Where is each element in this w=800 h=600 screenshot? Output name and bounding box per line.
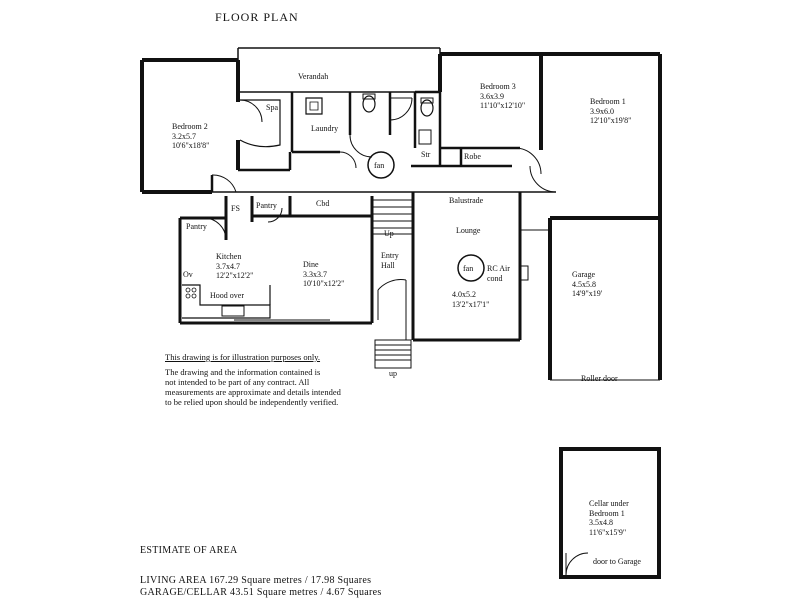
dine-name: Dine <box>303 260 319 269</box>
kitchen-imperial: 12'2"x12'2" <box>216 271 254 280</box>
cellar-imperial: 11'6"x15'9" <box>589 527 627 537</box>
lounge-metric: 4.0x5.2 <box>452 290 476 299</box>
rc-air-line1: RC Air <box>487 264 510 273</box>
stairs-down-label: up <box>389 369 397 378</box>
hood-label: Hood over <box>210 291 244 300</box>
disclaimer-line4: to be relied upon should be independentl… <box>165 397 339 407</box>
kitchen-walls <box>180 196 372 323</box>
balustrade-label: Balustrade <box>449 196 484 205</box>
disclaimer-block: This drawing is for illustration purpose… <box>165 352 341 407</box>
room-label-kitchen: Kitchen 3.7x4.7 12'2"x12'2" <box>216 252 253 281</box>
cellar-door-swing <box>566 553 588 575</box>
disclaimer-heading: This drawing is for illustration purpose… <box>165 352 321 362</box>
wet-area-walls <box>212 92 390 192</box>
kitchen-metric: 3.7x4.7 <box>216 261 240 271</box>
room-label-garage: Garage 4.5x5.8 14'9"x19' <box>572 270 602 299</box>
bedroom1-metric: 3.9x6.0 <box>590 106 614 116</box>
rc-air-line2: cond <box>487 273 503 283</box>
room-label-str: Str <box>421 150 431 159</box>
entry-line2: Hall <box>381 260 395 270</box>
bedroom1-name: Bedroom 1 <box>590 97 626 106</box>
fan-hall <box>368 152 394 178</box>
disclaimer-line2: not intended to be part of any contract.… <box>165 377 310 387</box>
oven-label: Ov <box>183 270 193 279</box>
room-label-bedroom1: Bedroom 1 3.9x6.0 12'10"x19'8" <box>590 97 631 126</box>
bedroom2-name: Bedroom 2 <box>172 122 208 131</box>
room-label-cbd: Cbd <box>316 199 330 208</box>
room-label-pantry-small: Pantry <box>256 201 277 210</box>
kitchen-bench <box>182 285 270 318</box>
fan-label-lounge: fan <box>463 264 474 273</box>
laundry-tub <box>306 98 322 114</box>
kitchen-name: Kitchen <box>216 252 242 261</box>
pantry-door-swing <box>204 218 226 240</box>
room-label-cellar: Cellar under Bedroom 1 3.5x4.8 11'6"x15'… <box>589 499 629 537</box>
fan-label-hall: fan <box>374 161 385 170</box>
room-label-lounge: Lounge <box>456 226 481 235</box>
area-estimate-garage-cellar: GARAGE/CELLAR 43.51 Square metres / 4.67… <box>140 587 382 598</box>
room-label-bedroom3: Bedroom 3 3.6x3.9 11'10"x12'10" <box>480 82 525 111</box>
room-label-entry: Entry Hall <box>381 251 399 270</box>
door-to-garage-label: door to Garage <box>593 557 641 566</box>
room-label-pantry: Pantry <box>186 222 207 231</box>
toilet-fixture <box>362 95 376 113</box>
stairs-up-label: Up <box>384 229 394 238</box>
room-label-robe: Robe <box>464 152 481 161</box>
cellar-walls <box>561 449 659 577</box>
bedroom1-door-swing <box>530 166 556 192</box>
disclaimer-line3: measurements are approximate and details… <box>165 387 341 397</box>
spa-bath <box>240 100 280 147</box>
lounge-dimensions: 4.0x5.2 13'2"x17'1" <box>452 290 489 309</box>
fan-lounge <box>458 255 484 281</box>
cellar-line1: Cellar under <box>589 499 629 508</box>
room-label-verandah: Verandah <box>298 72 329 81</box>
cellar-line2: Bedroom 1 <box>589 508 625 518</box>
garage-imperial: 14'9"x19' <box>572 289 603 298</box>
garage-walls <box>550 218 660 380</box>
kitchen-sink <box>222 306 244 316</box>
cellar-metric: 3.5x4.8 <box>589 518 613 527</box>
bedrooms-inner-walls <box>411 92 520 166</box>
bedroom2-walls <box>142 60 238 192</box>
entry-line1: Entry <box>381 251 399 260</box>
room-label-fs: FS <box>231 204 240 213</box>
room-label-bedroom2: Bedroom 2 3.2x5.7 10'6"x18'8" <box>172 122 209 151</box>
plan-title: FLOOR PLAN <box>215 10 299 24</box>
room-label-laundry: Laundry <box>311 124 339 133</box>
bedroom2-metric: 3.2x5.7 <box>172 131 196 141</box>
air-conditioner <box>520 266 528 280</box>
lounge-imperial: 13'2"x17'1" <box>452 299 490 309</box>
garage-metric: 4.5x5.8 <box>572 279 596 289</box>
bedrooms-east-walls <box>440 54 660 218</box>
stairs-upper <box>372 200 412 234</box>
room-label-spa: Spa <box>266 103 278 112</box>
bedroom3-metric: 3.6x3.9 <box>480 91 504 101</box>
area-estimate-living: LIVING AREA 167.29 Square metres / 17.98… <box>140 575 372 586</box>
disclaimer-line1: The drawing and the information containe… <box>165 367 321 377</box>
spa-door-swing <box>240 100 262 122</box>
dine-metric: 3.3x3.7 <box>303 269 327 279</box>
bedroom3-door-swing <box>515 148 541 174</box>
area-estimate-heading: ESTIMATE OF AREA <box>140 545 238 556</box>
stairs-lower <box>375 340 411 368</box>
verandah-outline <box>238 48 440 92</box>
entry-door-swing <box>378 280 406 290</box>
room-label-dine: Dine 3.3x3.7 10'10"x12'2" <box>303 260 344 289</box>
bedroom2-imperial: 10'6"x18'8" <box>172 141 210 150</box>
bedroom3-name: Bedroom 3 <box>480 82 516 91</box>
dine-imperial: 10'10"x12'2" <box>303 279 345 288</box>
roller-door-label: Roller door <box>581 374 618 383</box>
bedroom1-imperial: 12'10"x19'8" <box>590 116 632 125</box>
bedroom3-imperial: 11'10"x12'10" <box>480 101 526 110</box>
rc-air-label: RC Air cond <box>487 264 510 283</box>
garage-name: Garage <box>572 270 596 279</box>
